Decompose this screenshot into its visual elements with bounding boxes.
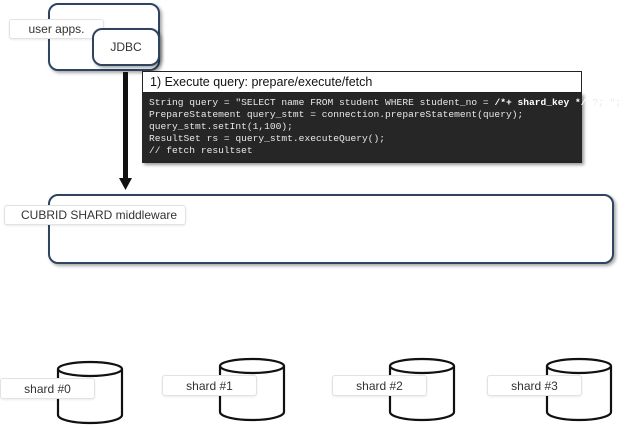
- code-line: ResultSet rs = query_stmt.executeQuery()…: [149, 133, 575, 145]
- code-text: ?; ";: [586, 97, 622, 108]
- code-text: ResultSet rs = query_stmt.executeQuery()…: [149, 133, 386, 144]
- step-title: 1) Execute query: prepare/execute/fetch: [142, 71, 582, 93]
- code-line: query_stmt.setInt(1,100);: [149, 121, 575, 133]
- code-text: // fetch resultset: [149, 145, 253, 156]
- code-line: // fetch resultset: [149, 145, 575, 157]
- shard-label: shard #0: [0, 378, 95, 399]
- jdbc-label: JDBC: [110, 40, 142, 54]
- shard-label: shard #3: [487, 375, 582, 396]
- code-text: PrepareStatement query_stmt = connection…: [149, 109, 524, 120]
- middleware-label: CUBRID SHARD middleware: [4, 205, 186, 225]
- shard-label: shard #1: [162, 375, 257, 396]
- code-text: String query = "SELECT name FROM student…: [149, 97, 495, 108]
- code-text: query_stmt.setInt(1,100);: [149, 121, 293, 132]
- code-line: String query = "SELECT name FROM student…: [149, 97, 621, 109]
- code-block: String query = "SELECT name FROM student…: [142, 93, 621, 163]
- shard-key-hint: /*+ shard_key */: [494, 97, 587, 108]
- code-line: PrepareStatement query_stmt = connection…: [149, 109, 575, 121]
- user-apps-label: user apps.: [9, 19, 104, 39]
- jdbc-box: JDBC: [92, 28, 160, 66]
- arrow: [119, 72, 132, 190]
- shard-label: shard #2: [332, 375, 427, 396]
